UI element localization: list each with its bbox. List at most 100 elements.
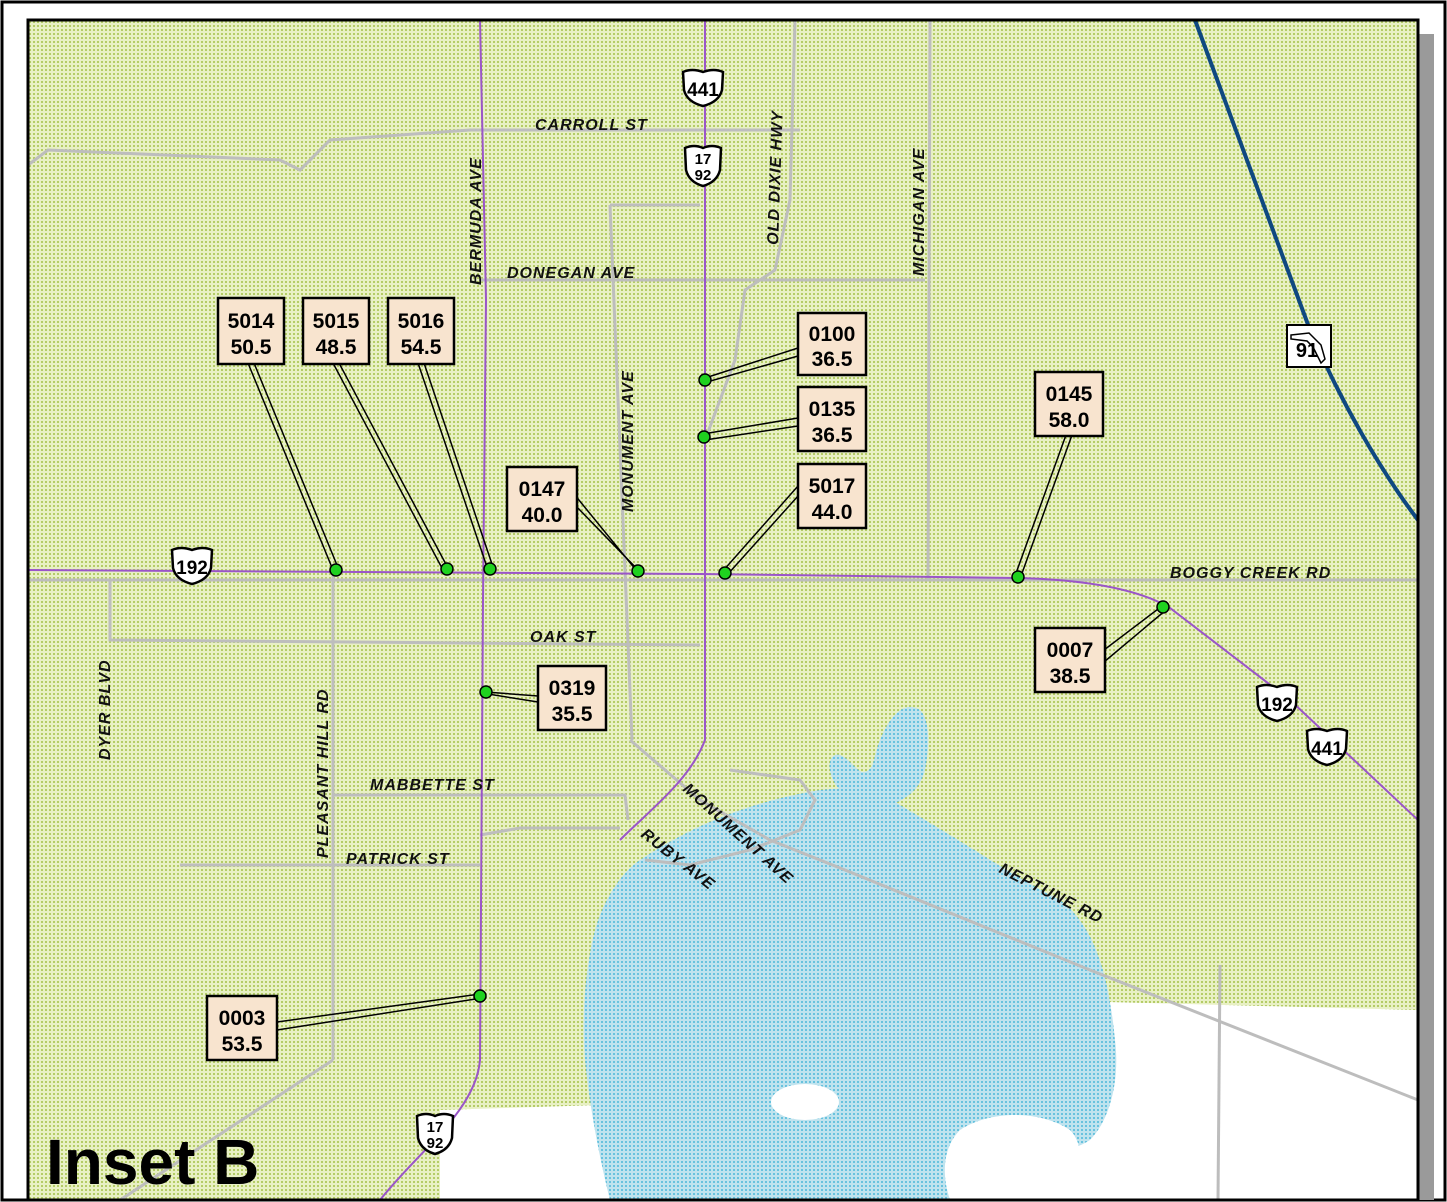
station-box xyxy=(505,465,579,533)
station-dot-0003[interactable] xyxy=(473,989,487,1003)
station-value: 48.5 xyxy=(316,336,357,359)
station-id: 5014 xyxy=(228,310,275,333)
station-label-5014[interactable]: 5014 50.5 xyxy=(216,296,286,366)
station-dot-5015[interactable] xyxy=(440,562,454,576)
road-carroll xyxy=(28,128,800,172)
station-box xyxy=(796,462,868,530)
leader-5016 xyxy=(417,362,495,571)
station-dot-0100[interactable] xyxy=(698,373,712,387)
station-labels: 5014 50.5 5015 48.5 5016 54.5 0100 36.5 … xyxy=(205,296,1107,1062)
road-michigan xyxy=(926,20,932,581)
station-box xyxy=(216,296,286,366)
us441-shield-icon: 441 xyxy=(1305,727,1349,767)
station-dot-0145[interactable] xyxy=(1011,570,1025,584)
station-id: 0145 xyxy=(1046,383,1093,406)
lake-arm xyxy=(829,706,929,807)
station-box xyxy=(386,296,456,366)
shield-number-top: 17 xyxy=(427,1119,444,1136)
station-label-5016[interactable]: 5016 54.5 xyxy=(386,296,456,366)
station-value: 38.5 xyxy=(1050,665,1091,688)
station-label-5017[interactable]: 5017 44.0 xyxy=(796,462,868,530)
station-id: 5017 xyxy=(809,475,856,498)
station-box xyxy=(301,296,371,366)
station-dot-0135[interactable] xyxy=(697,430,711,444)
us441-shield-icon: 441 xyxy=(681,68,725,108)
station-dot-0319[interactable] xyxy=(479,685,493,699)
station-box xyxy=(796,311,868,377)
station-id: 0147 xyxy=(519,478,566,501)
road-label-boggy-creek: BOGGY CREEK RD xyxy=(1170,565,1331,582)
road-label-patrick: PATRICK ST xyxy=(346,851,450,868)
road-mabbette xyxy=(333,793,630,821)
shield-number-top: 17 xyxy=(695,151,712,168)
station-label-0100[interactable]: 0100 36.5 xyxy=(796,311,868,377)
us17-92-shield-icon: 17 92 xyxy=(415,1112,455,1156)
station-label-0319[interactable]: 0319 35.5 xyxy=(536,664,608,732)
leader-5017 xyxy=(721,485,799,575)
station-label-0145[interactable]: 0145 58.0 xyxy=(1033,370,1105,438)
station-label-0135[interactable]: 0135 36.5 xyxy=(796,385,868,453)
shield-number-bottom: 92 xyxy=(427,1135,444,1152)
inset-title: Inset B xyxy=(46,1126,259,1198)
station-value: 50.5 xyxy=(231,336,272,359)
leader-0100 xyxy=(704,347,799,383)
road-pleasant-south xyxy=(119,1058,334,1200)
road-label-oak: OAK ST xyxy=(530,629,597,646)
station-id: 0100 xyxy=(809,323,856,346)
road-old-dixie xyxy=(703,20,797,441)
station-dot-5017[interactable] xyxy=(718,566,732,580)
station-label-0003[interactable]: 0003 53.5 xyxy=(205,994,279,1062)
station-box xyxy=(536,664,608,732)
us192-shield-icon: 192 xyxy=(170,546,214,586)
road-minor-2 xyxy=(479,826,620,837)
leader-0145 xyxy=(1014,434,1073,577)
hwy-us17-92-west xyxy=(379,20,488,1200)
station-dots xyxy=(329,373,1170,1003)
station-label-0147[interactable]: 0147 40.0 xyxy=(505,465,579,533)
leader-5015 xyxy=(332,362,450,571)
station-id: 0135 xyxy=(809,398,856,421)
road-label-donegan: DONEGAN AVE xyxy=(507,265,636,282)
road-neptune xyxy=(629,738,1418,1102)
station-value: 36.5 xyxy=(812,424,853,447)
road-minor-3 xyxy=(1216,964,1222,1200)
us17-92-shield-icon: 17 92 xyxy=(683,144,723,188)
island xyxy=(771,1084,839,1120)
station-dot-5014[interactable] xyxy=(329,563,343,577)
station-dot-5016[interactable] xyxy=(483,562,497,576)
road-ruby xyxy=(644,768,817,867)
station-value: 36.5 xyxy=(812,348,853,371)
road-label-mabbette: MABBETTE ST xyxy=(370,777,495,794)
hwy-us441-north xyxy=(619,20,706,841)
leader-0319 xyxy=(485,691,539,703)
leader-lines xyxy=(247,347,1167,1031)
station-box xyxy=(205,994,279,1062)
shield-number: 192 xyxy=(176,558,208,579)
local-roads xyxy=(28,20,1418,1200)
shield-number-bottom: 92 xyxy=(695,167,712,184)
station-dot-0007[interactable] xyxy=(1156,600,1170,614)
road-label-pleasant-hill: PLEASANT HILL RD xyxy=(315,689,332,858)
us192-shield-icon: 192 xyxy=(1255,683,1299,723)
station-label-5015[interactable]: 5015 48.5 xyxy=(301,296,371,366)
station-box xyxy=(796,385,868,453)
florida-91-shield-icon: 91 xyxy=(1286,324,1332,368)
station-id: 0319 xyxy=(549,677,596,700)
peninsula xyxy=(944,1115,1081,1200)
road-monument-north xyxy=(608,204,634,741)
leader-5014 xyxy=(247,362,340,571)
station-id: 5015 xyxy=(313,310,360,333)
shield-number: 441 xyxy=(687,80,719,101)
station-label-0007[interactable]: 0007 38.5 xyxy=(1033,626,1107,694)
station-dot-0147[interactable] xyxy=(631,564,645,578)
station-value: 58.0 xyxy=(1049,409,1090,432)
road-label-bermuda: BERMUDA AVE xyxy=(468,157,485,285)
frame-shadow xyxy=(1418,34,1434,1200)
lake-water xyxy=(583,788,1117,1200)
station-id: 0007 xyxy=(1047,639,1094,662)
road-oak xyxy=(108,580,701,647)
blank-area xyxy=(1030,1000,1418,1200)
road-label-michigan: MICHIGAN AVE xyxy=(911,147,928,276)
station-id: 5016 xyxy=(398,310,445,333)
leader-0007 xyxy=(1103,605,1167,663)
